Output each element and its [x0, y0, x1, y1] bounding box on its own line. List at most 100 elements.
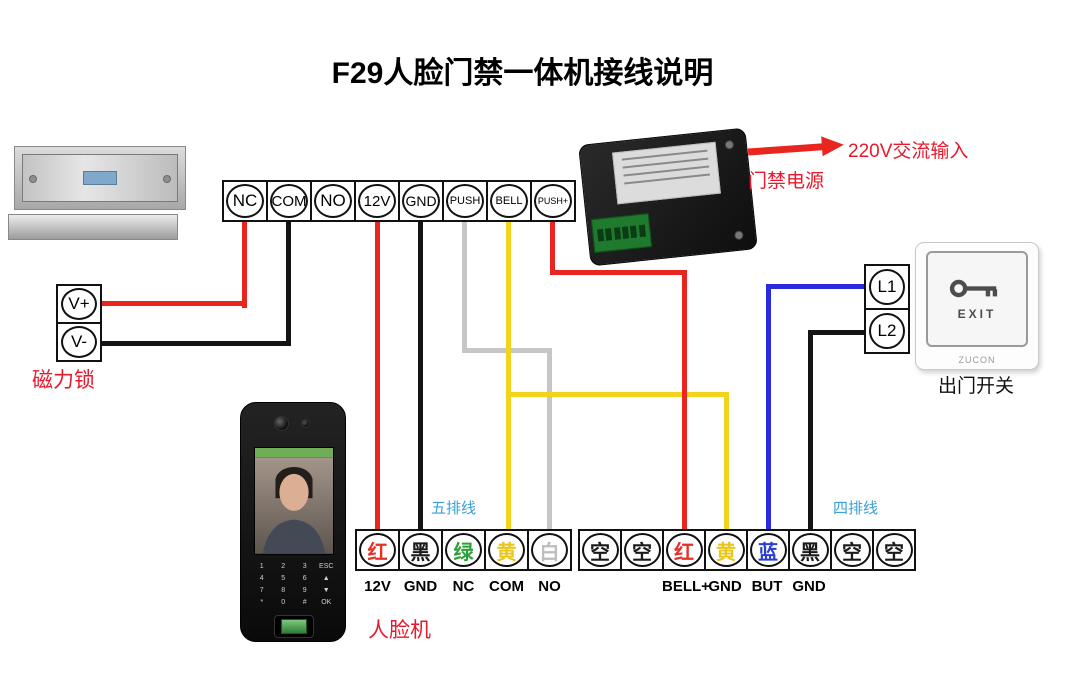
four-wire-pin-labels: BELL+ GND BUT GND [578, 578, 914, 595]
terminal-red-wire: 红 [662, 529, 706, 571]
page-title: F29人脸门禁一体机接线说明 [331, 57, 714, 90]
terminal-12v: 12V [354, 180, 400, 222]
pin-label-no: NO [538, 578, 561, 595]
exit-switch-image: EXIT ZUCON [915, 242, 1039, 370]
screw-icon [724, 139, 735, 150]
terminal-yellow-wire: 黄 [704, 529, 748, 571]
keypad-key: 3 [302, 563, 307, 570]
power-supply-green-terminal [590, 213, 653, 253]
wire-com-to-vminus-vertical [286, 222, 291, 346]
keypad-key: ▲ [322, 575, 330, 582]
terminal-yellow-wire: 黄 [484, 529, 529, 571]
face-machine-label: 人脸机 [368, 619, 431, 642]
ac-input-label: 220V交流输入 [848, 141, 969, 162]
terminal-pushplus: PUSH+ [530, 180, 576, 222]
pin-label-nc: NC [452, 578, 475, 595]
exit-switch-label: 出门开关 [938, 376, 1015, 397]
wire-l2-to-gnd-horizontal [808, 330, 866, 335]
keypad-key: 9 [302, 587, 307, 594]
keypad-key: * [260, 599, 264, 606]
wire-com-to-vminus-horizontal [98, 341, 291, 346]
keypad-key: ESC [319, 563, 334, 570]
wire-push-to-no-vertical2 [547, 348, 552, 530]
wire-bell-yellow-vertical2 [724, 392, 729, 530]
keypad-key: 8 [281, 587, 286, 594]
wire-nc-to-vplus-horizontal [98, 301, 247, 306]
wire-l1-to-but-vertical [766, 284, 771, 530]
magnetic-lock-armature-plate [8, 214, 178, 240]
key-icon [949, 279, 998, 298]
exit-switch-text: EXIT [957, 307, 997, 321]
terminal-push: PUSH [442, 180, 488, 222]
terminal-red-wire: 红 [355, 529, 400, 571]
terminal-vplus: V+ [56, 284, 102, 324]
wire-l1-to-but-horizontal [766, 284, 866, 289]
pin-label-gnd: GND [708, 578, 742, 595]
pin-label-gnd2: GND [792, 578, 826, 595]
keypad-key: 4 [259, 575, 264, 582]
terminal-blue-wire: 蓝 [746, 529, 790, 571]
ac-input-arrow-icon [747, 134, 848, 163]
terminal-nc: NC [222, 180, 268, 222]
terminal-vminus: V- [56, 322, 102, 362]
screw-icon [29, 175, 37, 183]
four-row-wire-label: 四排线 [833, 500, 879, 517]
terminal-black-wire: 黑 [398, 529, 443, 571]
magnetic-lock-image [14, 146, 186, 210]
magnetic-lock-label: 磁力锁 [32, 369, 95, 392]
keypad-key: ▼ [322, 587, 330, 594]
exit-switch-brand: ZUCON [958, 355, 996, 365]
terminal-no: NO [310, 180, 356, 222]
camera-lens-icon [274, 416, 289, 431]
terminal-white-wire: 白 [527, 529, 572, 571]
keypad-key: 1 [259, 563, 264, 570]
five-wire-terminal-strip: 红 黑 绿 黄 白 [355, 529, 572, 571]
terminal-bell: BELL [486, 180, 532, 222]
keypad-key: 0 [281, 599, 286, 606]
device-screen [254, 447, 334, 555]
power-supply-label-sticker [612, 141, 721, 205]
lock-terminal-block: V+ V- [56, 284, 102, 362]
access-power-supply-image [578, 127, 758, 267]
fingerprint-window [281, 619, 307, 634]
pin-label-bellplus: BELL+ [662, 578, 710, 595]
face-recognition-device-image: 1 2 3 ESC 4 5 6 ▲ 7 8 9 ▼ * 0 # OK [240, 402, 346, 642]
terminal-green-wire: 绿 [441, 529, 486, 571]
magnetic-lock-faceplate [22, 154, 178, 202]
terminal-empty: 空 [578, 529, 622, 571]
five-row-wire-label: 五排线 [431, 500, 477, 517]
wire-gnd-black [418, 222, 423, 530]
terminal-black-wire: 黑 [788, 529, 832, 571]
terminal-empty: 空 [872, 529, 916, 571]
top-terminal-strip: NC COM NO 12V GND PUSH BELL PUSH+ [222, 180, 576, 222]
wire-l2-to-gnd-vertical [808, 330, 813, 530]
wire-bell-yellow-vertical1 [506, 222, 511, 530]
pin-label-com: COM [489, 578, 524, 595]
wire-nc-to-vplus-vertical [242, 222, 247, 308]
pin-label-but: BUT [751, 578, 783, 595]
exit-terminal-block: L1 L2 [864, 264, 910, 354]
wire-push-to-no-vertical1 [462, 222, 467, 353]
four-wire-terminal-strip: 空 空 红 黄 蓝 黑 空 空 [578, 529, 916, 571]
pin-label-gnd: GND [403, 578, 438, 595]
keypad-key: 2 [281, 563, 286, 570]
wire-pushplus-to-bellplus-vertical2 [682, 270, 687, 530]
terminal-empty: 空 [830, 529, 874, 571]
terminal-l1: L1 [864, 264, 910, 310]
keypad-key: OK [321, 599, 332, 606]
power-supply-label: 门禁电源 [748, 171, 825, 192]
terminal-gnd: GND [398, 180, 444, 222]
pin-label-12v: 12V [364, 578, 391, 595]
wire-pushplus-to-bellplus-vertical1 [550, 222, 555, 275]
exit-switch-panel: EXIT [926, 251, 1028, 347]
portrait-image [255, 457, 333, 554]
keypad-key: 5 [281, 575, 286, 582]
terminal-l2: L2 [864, 308, 910, 354]
keypad-key: 7 [259, 587, 264, 594]
wire-pushplus-to-bellplus-horizontal [550, 270, 687, 275]
device-keypad: 1 2 3 ESC 4 5 6 ▲ 7 8 9 ▼ * 0 # OK [251, 563, 337, 607]
five-wire-pin-labels: 12V GND NC COM NO [356, 578, 571, 595]
wire-bell-yellow-horizontal [506, 392, 729, 397]
screw-icon [733, 230, 744, 241]
camera-lens-icon [301, 419, 310, 428]
